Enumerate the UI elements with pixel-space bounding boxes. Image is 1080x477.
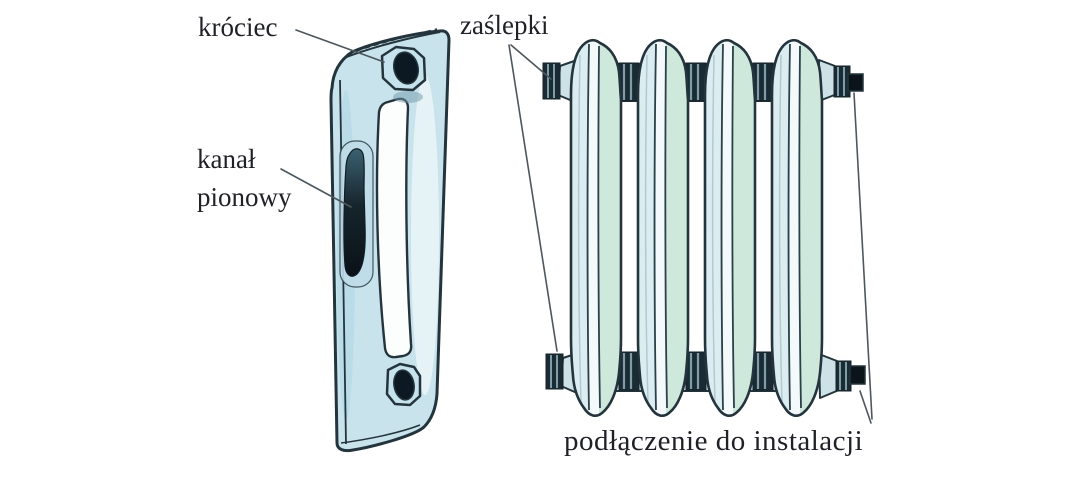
label-podlaczenie-do-instalacji: podłączenie do instalacji: [564, 425, 864, 457]
leader-line-kanal-pionowy: [280, 168, 352, 208]
label-krociec: króciec: [198, 12, 278, 42]
plate-top-back-edge: [343, 31, 441, 59]
vertical-channel: [343, 148, 366, 277]
leader-line-podlaczenie-top: [853, 92, 873, 420]
stub-bottom-hole: [393, 369, 415, 401]
radiator-section-2: [636, 38, 690, 418]
leader-line-podlaczenie-bottom: [859, 390, 872, 424]
radiator-section-4: [770, 38, 824, 418]
leader-line-zaslepki-top: [510, 44, 552, 80]
pipe-connection-top-right: [818, 59, 864, 102]
radiator-section-1: [569, 38, 623, 418]
stub-top-hole: [392, 51, 420, 85]
radiator-section-3: [703, 38, 757, 418]
plate-highlight-right: [411, 75, 439, 395]
label-zaslepki: zaślepki: [460, 10, 549, 40]
pipe-connection-bottom-right: [818, 353, 866, 399]
plate-top-dashed-edge: [347, 28, 438, 55]
stub-top-shadow: [393, 91, 423, 103]
leader-line-krociec: [295, 29, 385, 63]
plate-bottom-edge-line: [340, 424, 421, 444]
single-section-drawing: [329, 28, 451, 453]
label-kanal-pionowy: kanał pionowy: [197, 144, 292, 212]
leader-lines: [280, 29, 873, 424]
leader-line-zaslepki-bottom: [508, 44, 558, 352]
center-slot: [375, 97, 413, 359]
assembled-radiator-drawing: [542, 38, 866, 418]
